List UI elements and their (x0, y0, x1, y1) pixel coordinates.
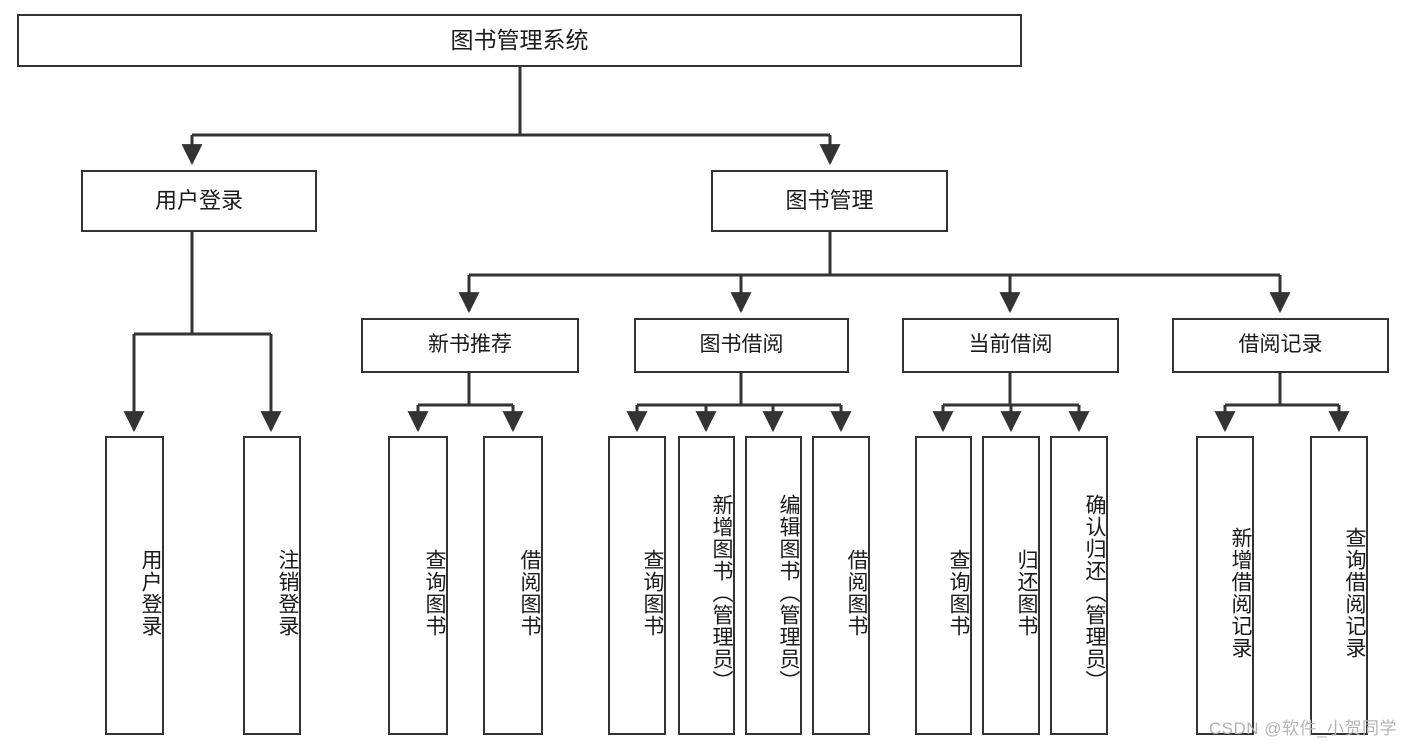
leaf-borrow-book-new[interactable]: 借阅图书 (483, 436, 543, 735)
node-borrowing-record-label: 借阅记录 (1238, 333, 1323, 357)
leaf-return-book-label: 归还图书 (1015, 548, 1038, 637)
leaf-confirm-return-admin-label: 确认归还（管理员） (1083, 493, 1106, 692)
node-current-borrowing-label: 当前借阅 (968, 333, 1053, 357)
leaf-edit-book-admin-label: 编辑图书（管理员） (777, 493, 800, 692)
leaf-query-borrow-record[interactable]: 查询借阅记录 (1310, 436, 1368, 735)
leaf-query-book-current[interactable]: 查询图书 (915, 436, 972, 735)
leaf-add-borrow-record[interactable]: 新增借阅记录 (1196, 436, 1254, 735)
leaf-query-book-new-label: 查询图书 (423, 548, 446, 637)
node-book-borrowing-label: 图书借阅 (699, 333, 784, 357)
node-borrowing-record[interactable]: 借阅记录 (1172, 318, 1389, 373)
leaf-query-book-new[interactable]: 查询图书 (388, 436, 448, 735)
leaf-logout[interactable]: 注销登录 (243, 436, 301, 735)
node-book-borrowing[interactable]: 图书借阅 (634, 318, 849, 373)
leaf-add-book-admin-label: 新增图书（管理员） (710, 493, 733, 692)
leaf-add-borrow-record-label: 新增借阅记录 (1229, 526, 1252, 659)
leaf-edit-book-admin[interactable]: 编辑图书（管理员） (745, 436, 802, 735)
node-book-management-label: 图书管理 (785, 188, 874, 214)
leaf-borrow-book-label: 借阅图书 (845, 548, 868, 637)
leaf-borrow-book[interactable]: 借阅图书 (812, 436, 870, 735)
node-root[interactable]: 图书管理系统 (17, 14, 1022, 67)
leaf-return-book[interactable]: 归还图书 (982, 436, 1040, 735)
leaf-logout-label: 注销登录 (276, 548, 299, 637)
node-new-book-recommendation[interactable]: 新书推荐 (361, 318, 579, 373)
leaf-query-book-borrow[interactable]: 查询图书 (608, 436, 666, 735)
node-new-book-recommendation-label: 新书推荐 (428, 333, 512, 357)
leaf-query-book-borrow-label: 查询图书 (641, 548, 664, 637)
node-user-login-label: 用户登录 (154, 188, 243, 214)
node-book-management[interactable]: 图书管理 (711, 170, 948, 232)
leaf-confirm-return-admin[interactable]: 确认归还（管理员） (1050, 436, 1108, 735)
watermark-text: CSDN @软件_小贺同学 (1208, 719, 1397, 738)
node-current-borrowing[interactable]: 当前借阅 (902, 318, 1119, 373)
node-user-login[interactable]: 用户登录 (81, 170, 317, 232)
node-root-label: 图书管理系统 (450, 26, 589, 53)
leaf-borrow-book-new-label: 借阅图书 (518, 548, 541, 637)
leaf-query-book-current-label: 查询图书 (947, 548, 970, 637)
leaf-user-login-label: 用户登录 (139, 548, 162, 637)
leaf-query-borrow-record-label: 查询借阅记录 (1343, 526, 1366, 659)
leaf-user-login[interactable]: 用户登录 (105, 436, 164, 735)
leaf-add-book-admin[interactable]: 新增图书（管理员） (678, 436, 735, 735)
